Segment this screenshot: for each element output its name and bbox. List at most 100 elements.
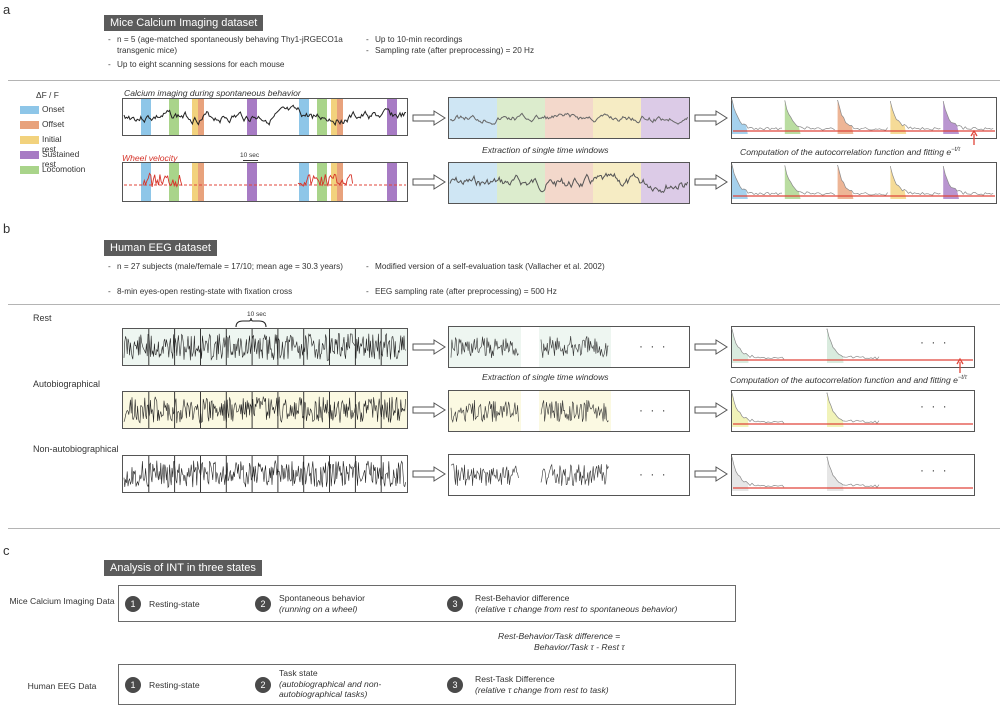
arrow-icon (694, 402, 728, 418)
eeg-windows-non-autobiographical: · · · (448, 454, 690, 496)
initial-rest-swatch (20, 136, 39, 144)
autocorrelation-plot (731, 164, 995, 199)
human-data-label: Human EEG Data (27, 681, 97, 691)
human-item-3-sub: (relative τ change from rest to task) (475, 685, 609, 695)
initial-rest-band (192, 163, 198, 201)
initial-rest-band (331, 163, 337, 201)
legend-sustained-rest: Sustained rest (42, 149, 80, 169)
human-item-3-title: Rest-Task Difference (475, 674, 555, 684)
autocorrelation-box-wheel (731, 162, 997, 204)
eeg-trace-rest (122, 328, 408, 366)
step-number-2: 2 (255, 596, 271, 612)
eeg-windows-rest: · · · (448, 326, 690, 368)
window-initial-rest (593, 163, 641, 203)
ellipsis: · · · (639, 339, 668, 353)
window-locomotion (497, 98, 545, 138)
eeg-trace (123, 392, 406, 428)
mice-item-1-title: Resting-state (149, 599, 200, 609)
extraction-caption-b: Extraction of single time windows (482, 372, 609, 382)
mice-analysis-box: 1 Resting-state 2 Spontaneous behavior (… (118, 585, 736, 622)
step-number-3: 3 (447, 677, 463, 693)
extracted-windows-wheel (448, 162, 690, 204)
onset-swatch (20, 106, 39, 114)
onset-band (299, 99, 309, 135)
arrow-icon (694, 174, 728, 190)
panel-a-bullet-3: -Up to 10-min recordings (366, 35, 463, 44)
arrow-icon (694, 466, 728, 482)
fit-arrow-icon (956, 357, 964, 373)
autocorrelation-plot (731, 99, 995, 134)
divider-c (8, 528, 1000, 529)
calcium-trace-box (122, 98, 408, 136)
offset-band (198, 163, 204, 201)
human-item-2-title: Task state (279, 668, 318, 678)
ellipsis: · · · (920, 463, 949, 477)
state-label-autobiographical: Autobiographical (33, 379, 101, 389)
onset-band (141, 163, 151, 201)
fit-arrow-icon (970, 129, 978, 145)
eeg-trace (123, 456, 406, 492)
autocorrelation-plot (731, 328, 973, 363)
autocorrelation-plot (731, 456, 973, 491)
window-trace (449, 112, 689, 125)
wheel-velocity-trace (124, 172, 406, 188)
extracted-windows-calcium (448, 97, 690, 139)
mice-data-label: Mice Calcium Imaging Data (9, 596, 115, 606)
eeg-autocorrelation-autobiographical: · · · (731, 390, 975, 432)
mice-item-2-title: Spontaneous behavior (279, 593, 366, 603)
window-trace (450, 399, 609, 424)
panel-c-title: Analysis of INT in three states (104, 560, 262, 576)
calcium-trace (123, 104, 407, 127)
eeg-windows-autobiographical: · · · (448, 390, 690, 432)
window-trace (450, 463, 609, 487)
extraction-caption-a: Extraction of single time windows (482, 145, 609, 155)
locomotion-swatch (20, 166, 39, 174)
autocorrelation-plot (731, 392, 973, 427)
formula-line-1: Rest-Behavior/Task difference = (498, 631, 621, 641)
arrow-icon (412, 339, 446, 355)
sustained-rest-band (387, 99, 397, 135)
step-number-1: 1 (125, 596, 141, 612)
legend-offset: Offset (42, 119, 65, 129)
panel-a-title: Mice Calcium Imaging dataset (104, 15, 264, 31)
ellipsis: · · · (920, 399, 949, 413)
eeg-autocorrelation-rest: · · · (731, 326, 975, 368)
wheel-caption: Wheel velocity (122, 153, 178, 163)
human-item-2-sub: (autobiographical and non-autobiographic… (279, 679, 382, 699)
legend-onset: Onset (42, 104, 65, 114)
eeg-trace-non-autobiographical (122, 455, 408, 493)
autocorr-caption-a: Computation of the autocorrelation funct… (740, 147, 961, 157)
panel-b-bullet-2: -8-min eyes-open resting-state with fixa… (108, 287, 293, 296)
window-onset (449, 163, 497, 203)
sustained-rest-swatch (20, 151, 39, 159)
ellipsis: · · · (639, 467, 668, 481)
state-label-non-autobiographical: Non-autobiographical (33, 444, 119, 454)
arrow-icon (694, 110, 728, 126)
eeg-trace-autobiographical (122, 391, 408, 429)
offset-band (337, 99, 343, 135)
scale-label-a: 10 sec (240, 152, 260, 159)
panel-a-bullet-4: -Sampling rate (after preprocessing) = 2… (366, 46, 535, 55)
arrow-icon (694, 339, 728, 355)
autocorrelation-box-calcium (731, 97, 997, 139)
legend-header: ΔF / F (36, 90, 59, 100)
offset-band (337, 163, 343, 201)
legend-initial-rest: Initial rest (42, 134, 62, 154)
arrow-icon (412, 174, 446, 190)
onset-band (299, 163, 309, 201)
panel-letter-b: b (3, 221, 11, 236)
initial-rest-band (331, 99, 337, 135)
legend-locomotion: Locomotion (42, 164, 86, 174)
step-number-3: 3 (447, 596, 463, 612)
human-item-1-title: Resting-state (149, 680, 200, 690)
eeg-autocorrelation-non-autobiographical: · · · (731, 454, 975, 496)
divider-b (8, 304, 1000, 305)
human-analysis-box: 1 Resting-state 2 Task state (autobiogra… (118, 664, 736, 705)
locomotion-band (169, 163, 179, 201)
panel-b-title: Human EEG dataset (104, 240, 217, 256)
panel-b-bullet-3: -Modified version of a self-evaluation t… (366, 262, 605, 271)
autocorr-caption-b: Computation of the autocorrelation funct… (730, 375, 967, 385)
sustained-rest-band (387, 163, 397, 201)
wheel-velocity-box (122, 162, 408, 202)
ellipsis: · · · (920, 335, 949, 349)
